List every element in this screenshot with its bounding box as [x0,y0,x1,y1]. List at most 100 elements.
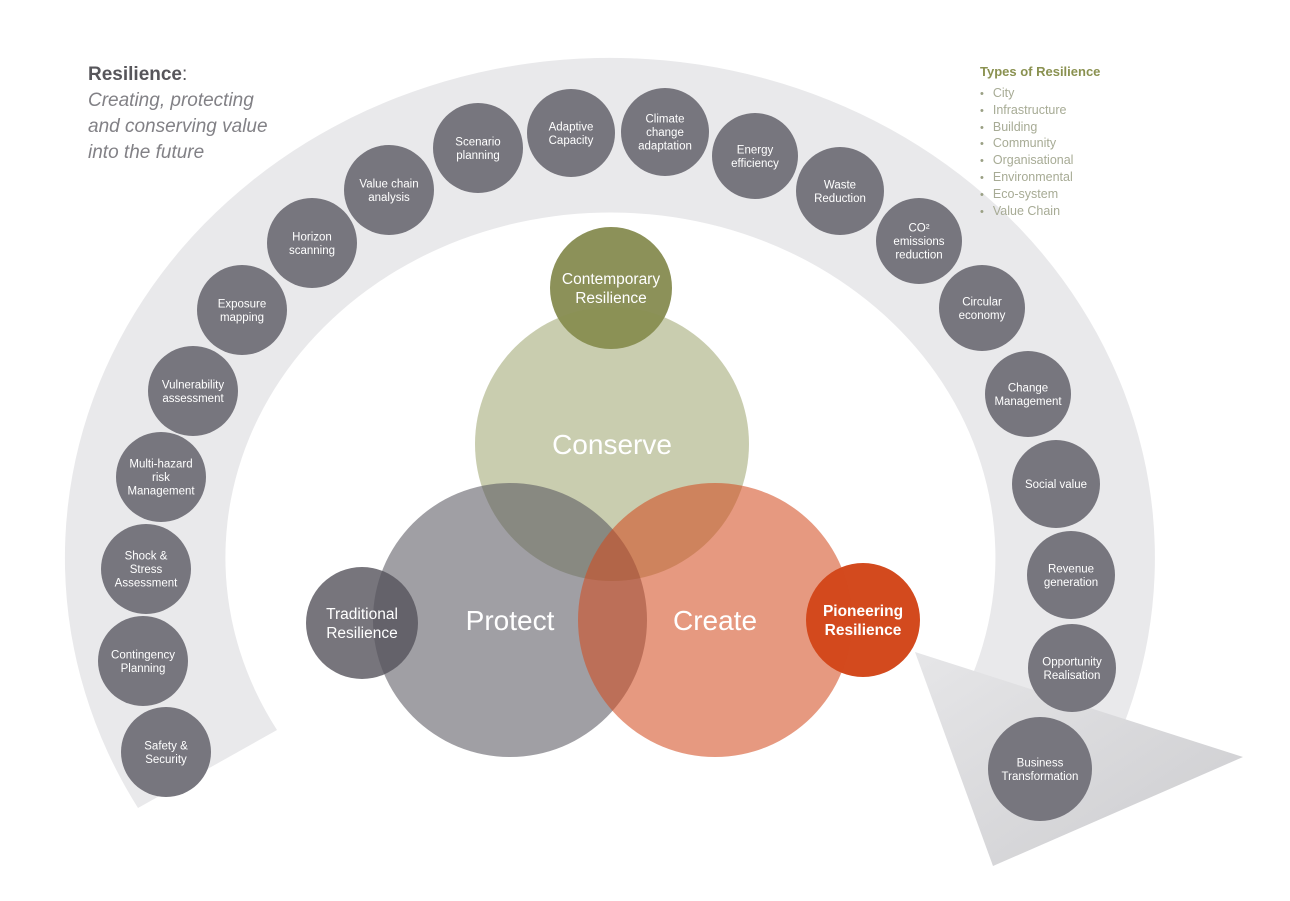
bullet-icon: • [980,188,984,201]
bullet-icon: • [980,138,984,151]
arc-node-change-management-circle [985,351,1071,437]
arc-node-revenue-generation-circle [1027,531,1115,619]
venn-label-conserve: Conserve [552,429,672,460]
legend-item-label: Infrastructure [992,102,1067,117]
arc-node-climate-change-circle [621,88,709,176]
subtitle-line-1: Creating, protecting [88,90,254,111]
arc-node-circular-economy-circle [939,265,1025,351]
bullet-icon: • [980,88,984,100]
arc-node-adaptive-capacity-circle [527,89,615,177]
arc-node-waste-reduction-circle [796,147,884,235]
arc-node-shock-stress-circle [101,524,191,614]
arc-node-horizon-scanning-circle [267,198,357,288]
legend-item-city: •City [980,86,1180,103]
legend-item-label: Building [992,119,1038,134]
bullet-icon: • [980,205,984,218]
venn-circle-protect [373,483,647,757]
arc-node-safety-security-circle [121,707,211,797]
arc-node-social-value-label: Social value [1025,479,1087,491]
legend-item-label: Organisational [992,153,1074,168]
arc-node-scenario-planning-circle [433,103,523,193]
title-colon: : [182,64,188,85]
title-heading: Resilience [88,64,182,85]
legend-item-eco-system: • Eco-system [980,187,1180,204]
legend-item-value-chain: • Value Chain [980,204,1180,221]
arc-node-multi-hazard-circle [116,432,206,522]
types-of-resilience-legend: Types of Resilience •City•Infrastructure… [980,64,1180,220]
arc-node-safety-security: Safety &Security [121,707,211,797]
legend-item-building: • Building [980,120,1180,137]
diagram-subtitle: Creating, protecting and conserving valu… [88,88,348,166]
arc-node-vulnerability-circle [148,346,238,436]
legend-item-label: Value Chain [992,203,1061,218]
venn-circle-create [578,483,852,757]
legend-item-label: Community [992,136,1057,151]
arc-node-business-transformation-circle [988,717,1092,821]
bullet-icon: • [980,155,984,168]
page-title: Resilience: [88,62,348,88]
arc-node-safety-security-label: Safety &Security [144,740,188,766]
venn-label-protect: Protect [466,605,555,636]
subtitle-line-2: and conserving value [88,116,268,137]
legend-list: •City•Infrastructure•Building•Community•… [980,86,1180,220]
bullet-icon: • [980,104,984,117]
subtitle-line-3: into the future [88,142,205,163]
arc-node-opportunity-realisation-circle [1028,624,1116,712]
diagram-title-block: Resilience: Creating, protecting and con… [88,62,348,166]
arc-node-social-value-circle [1012,440,1100,528]
legend-item-organisational: • Organisational [980,153,1180,170]
bullet-icon: • [980,121,984,134]
arc-node-social-value: Social value [1012,440,1100,528]
legend-item-community: • Community [980,136,1180,153]
arc-node-energy-efficiency-circle [712,113,798,199]
legend-item-environmental: •Environmental [980,170,1180,187]
legend-item-infrastructure: • Infrastructure [980,103,1180,120]
legend-item-label: Environmental [992,169,1073,184]
arc-node-exposure-mapping-circle [197,265,287,355]
venn-circles [373,307,852,757]
legend-title: Types of Resilience [980,64,1101,79]
legend-item-label: Eco-system [992,186,1059,201]
arc-node-value-chain-analysis-circle [344,145,434,235]
